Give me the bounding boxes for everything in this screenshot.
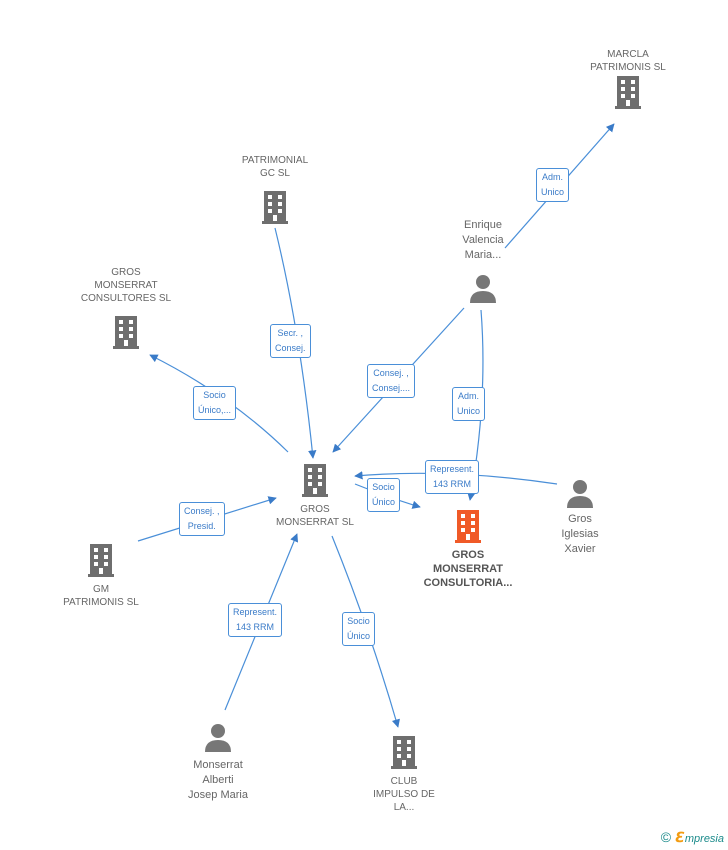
node-label: GM PATRIMONIS SL: [63, 584, 139, 608]
node-label: Monserrat Alberti Josep Maria: [188, 759, 248, 801]
person-icon: [205, 724, 231, 752]
brand-name: mpresia: [684, 833, 724, 845]
edge-label-consej-presid[interactable]: Consej. , Presid.: [179, 502, 225, 536]
node-enrique-valencia[interactable]: Enrique Valencia Maria...: [438, 218, 528, 305]
building-icon: [302, 464, 328, 497]
building-icon: [455, 510, 481, 543]
edge-label-adm-unico[interactable]: Adm. Unico: [536, 168, 570, 202]
node-label: PATRIMONIAL GC SL: [241, 155, 309, 179]
node-marcla-patrimonis[interactable]: MARCLA PATRIMONIS SL: [575, 48, 681, 110]
node-label: MARCLA PATRIMONIS SL: [590, 49, 666, 73]
node-club-impulso[interactable]: CLUB IMPULSO DE LA...: [352, 734, 456, 814]
edge-label-represent[interactable]: Represent. 143 RRM: [425, 460, 480, 494]
edge-label-represent-2[interactable]: Represent. 143 RRM: [228, 603, 283, 637]
node-gros-monserrat-consultores[interactable]: GROS MONSERRAT CONSULTORES SL: [68, 266, 184, 350]
edge-label-adm-unico-2[interactable]: Adm. Unico: [452, 387, 486, 421]
building-icon: [262, 191, 288, 224]
person-icon: [470, 275, 496, 303]
copyright-icon: ©: [660, 829, 672, 845]
edge-label-secr-consej[interactable]: Secr. , Consej.: [270, 324, 311, 358]
node-label: GROS MONSERRAT CONSULTORIA...: [423, 549, 513, 589]
node-label: CLUB IMPULSO DE LA...: [373, 776, 435, 813]
node-patrimonial-gc[interactable]: PATRIMONIAL GC SL: [222, 154, 328, 225]
building-icon: [391, 736, 417, 769]
edge-label-socio-unico-2[interactable]: Socio Único: [367, 478, 401, 512]
node-label: GROS MONSERRAT CONSULTORES SL: [80, 267, 172, 304]
person-icon: [567, 480, 593, 508]
footer-brand[interactable]: ©ℇmpresia: [661, 829, 724, 846]
edge-label-consej-consej[interactable]: Consej. , Consej....: [367, 364, 416, 398]
building-icon: [113, 316, 139, 349]
node-monserrat-alberti[interactable]: Monserrat Alberti Josep Maria: [170, 722, 266, 803]
node-gros-iglesias-xavier[interactable]: Gros Iglesias Xavier: [540, 478, 620, 557]
node-gm-patrimonis[interactable]: GM PATRIMONIS SL: [48, 542, 154, 609]
node-gros-monserrat-sl[interactable]: GROS MONSERRAT SL: [262, 462, 368, 529]
node-gros-monserrat-consultoria[interactable]: GROS MONSERRAT CONSULTORIA...: [408, 508, 528, 590]
edge-label-socio-unico[interactable]: Socio Único,...: [193, 386, 237, 420]
node-label: Gros Iglesias Xavier: [561, 513, 599, 555]
brand-logo-icon: ℇ: [675, 829, 685, 845]
building-icon: [88, 544, 114, 577]
node-label: GROS MONSERRAT SL: [276, 504, 354, 528]
node-label: Enrique Valencia Maria...: [462, 219, 504, 261]
building-icon: [615, 76, 641, 109]
edge-label-socio-unico-3[interactable]: Socio Único: [342, 612, 376, 646]
